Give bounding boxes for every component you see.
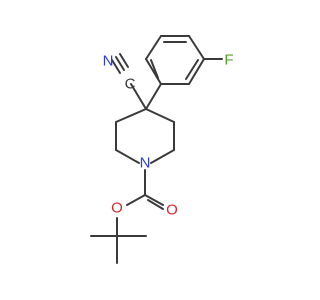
bond-triple-2	[119, 53, 129, 68]
piperidine-ring	[115, 108, 175, 164]
atom-o-ether: O	[111, 200, 123, 217]
bond-pip-4	[115, 149, 140, 164]
bond-c-cn	[130, 83, 147, 110]
atom-labels: N C F N O O	[103, 52, 234, 219]
molecule-structure: N C F N O O	[90, 35, 234, 264]
bond-pip-1	[145, 108, 175, 123]
bond-ar-5	[145, 58, 162, 85]
bond-c-o-double-1	[144, 194, 164, 206]
triple-bond-cn	[111, 53, 129, 74]
benzene-ring	[145, 35, 205, 85]
atom-n-ring: N	[140, 155, 151, 172]
bond-ar-3	[188, 58, 205, 85]
tert-butyl-group	[90, 235, 147, 264]
bond-triple-1	[115, 56, 125, 71]
bond-triple-3	[111, 59, 121, 74]
bond-c-o-ether	[126, 194, 146, 206]
bond-pip-3	[150, 149, 175, 164]
bond-ar-6	[145, 35, 162, 60]
atom-n-nitrile: N	[103, 53, 114, 70]
atom-c-nitrile: C	[125, 76, 136, 93]
bond-ar-double-2	[185, 59, 199, 80]
bond-aryl-quaternary	[145, 83, 162, 110]
bond-ar-2	[188, 35, 205, 60]
bond-pip-6	[115, 108, 147, 123]
atom-f: F	[224, 52, 233, 69]
atom-o-carbonyl: O	[166, 202, 178, 219]
bond-ar-double-3	[150, 59, 159, 79]
bond-c-o-double-2	[147, 199, 164, 210]
